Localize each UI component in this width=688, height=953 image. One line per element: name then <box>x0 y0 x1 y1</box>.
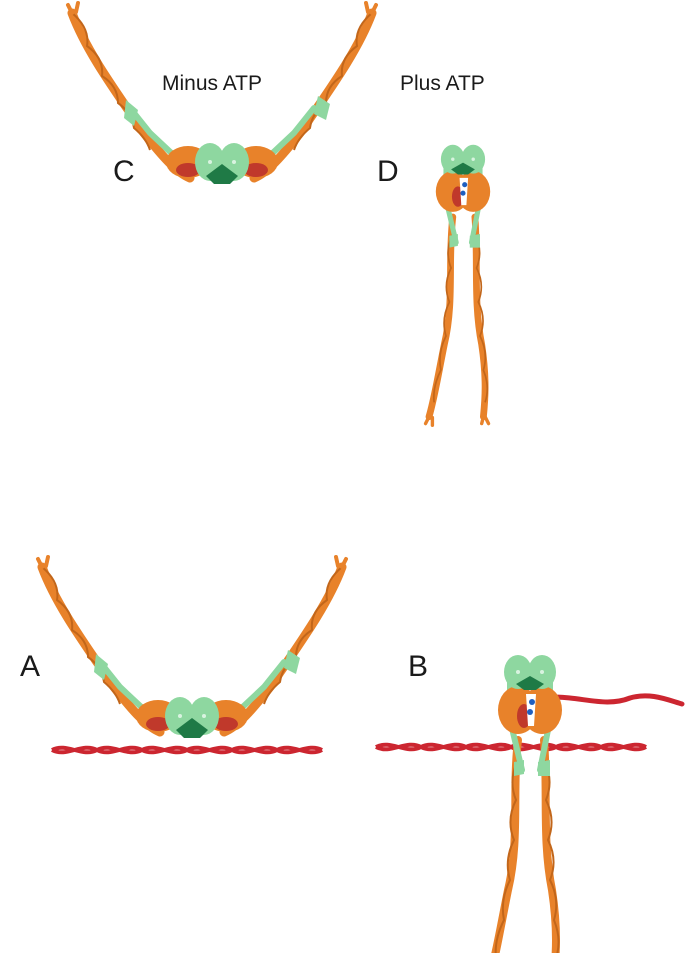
panel-b-actin <box>376 745 646 750</box>
panel-a-molecule <box>38 557 346 738</box>
panel-b-molecule <box>486 655 562 953</box>
panel-label-b: B <box>408 650 428 684</box>
panel-label-a: A <box>20 650 40 684</box>
plus-atp-label: Plus ATP <box>400 72 485 96</box>
panel-d-molecule <box>426 145 491 426</box>
panel-a-actin <box>52 748 322 753</box>
minus-atp-label: Minus ATP <box>162 72 262 96</box>
panel-label-d: D <box>377 155 399 189</box>
panel-label-c: C <box>113 155 135 189</box>
